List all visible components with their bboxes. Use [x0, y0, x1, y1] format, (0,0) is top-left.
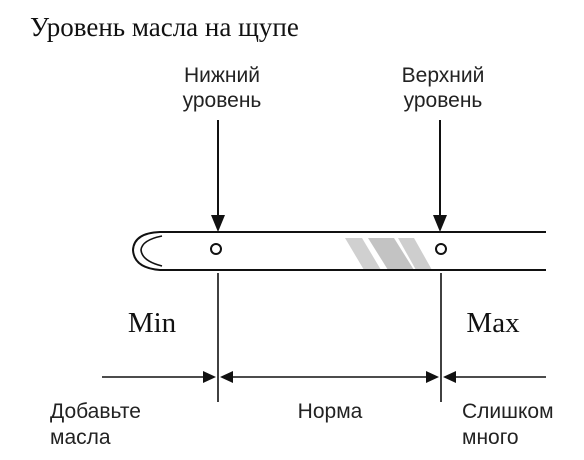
normal-label: Норма [298, 400, 363, 423]
lower-level-hole [210, 243, 222, 255]
max-label: Max [466, 307, 520, 339]
too-much-label-line1: Слишком [462, 400, 554, 423]
lower-level-pointer-arrow [211, 120, 225, 232]
upper-level-pointer-arrow [433, 120, 447, 232]
upper-level-hole [435, 243, 447, 255]
add-oil-label-line2: масла [50, 426, 111, 449]
add-oil-range-arrow [102, 371, 216, 383]
diagram-title: Уровень масла на щупе [30, 12, 299, 42]
lower-level-label-line2: уровень [183, 89, 262, 112]
dipstick [131, 231, 546, 271]
lower-level-label-line1: Нижний [184, 64, 260, 87]
oil-film-mark [345, 238, 432, 270]
too-much-label-line2: много [462, 426, 519, 449]
min-label: Min [128, 307, 177, 339]
add-oil-label-line1: Добавьте [50, 400, 141, 423]
too-much-range-arrow [443, 371, 546, 383]
normal-range-arrow [220, 371, 439, 383]
upper-level-label-line1: Верхний [402, 64, 485, 87]
upper-level-label-line2: уровень [404, 89, 483, 112]
